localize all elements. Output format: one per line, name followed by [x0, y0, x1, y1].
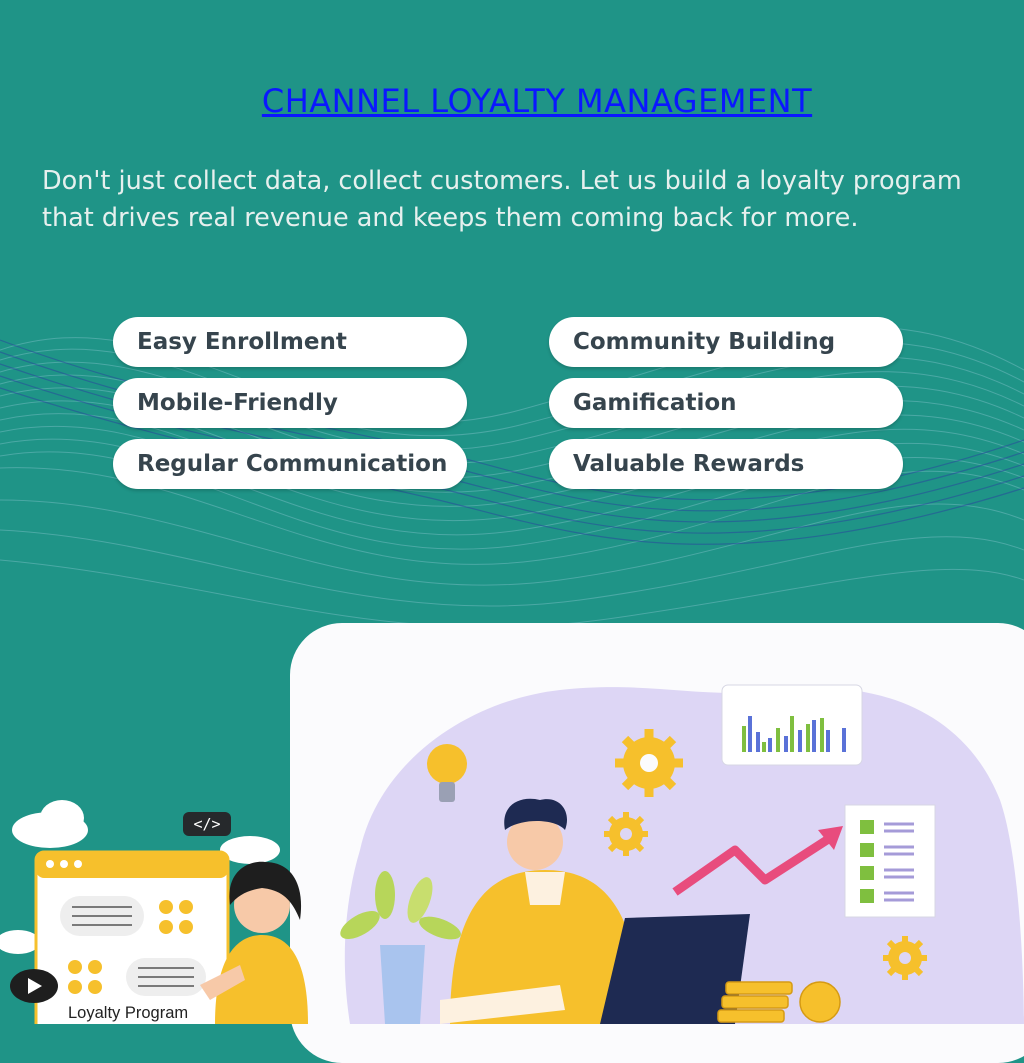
feature-pill-valuable-rewards: Valuable Rewards — [549, 439, 903, 489]
code-tag-icon: </> — [183, 812, 231, 836]
page-title-link[interactable]: CHANNEL LOYALTY MANAGEMENT — [261, 82, 813, 120]
loyalty-program-label: Loyalty Program — [68, 1004, 189, 1022]
feature-pill-community-building: Community Building — [549, 317, 903, 367]
feature-pill-gamification: Gamification — [549, 378, 903, 428]
play-button-icon — [10, 969, 58, 1003]
loyalty-program-window — [34, 850, 230, 1024]
cloud-icon — [0, 800, 280, 954]
page-title[interactable]: CHANNEL LOYALTY MANAGEMENT — [0, 82, 1024, 120]
intro-text: Don't just collect data, collect custome… — [42, 166, 962, 233]
feature-pill-regular-communication: Regular Communication — [113, 439, 467, 489]
illustration-card — [290, 623, 1024, 1063]
feature-pill-easy-enrollment: Easy Enrollment — [113, 317, 467, 367]
feature-pill-mobile-friendly: Mobile-Friendly — [113, 378, 467, 428]
